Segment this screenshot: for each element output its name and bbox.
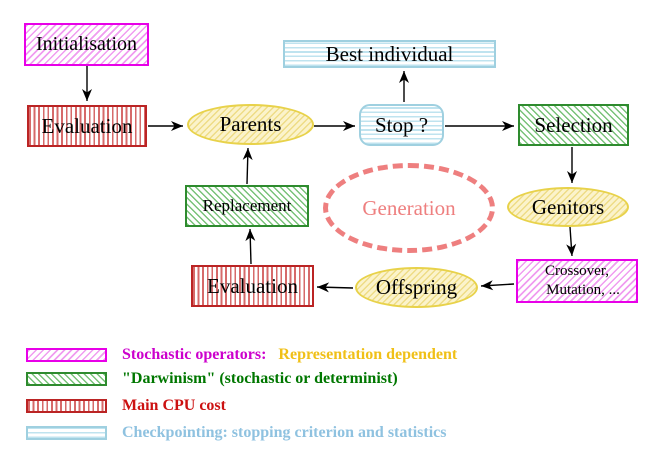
evaluation-top-label: Evaluation [41, 113, 133, 138]
legend-row-cpu-cost: Main CPU cost [26, 397, 226, 414]
stop-label: Stop ? [374, 112, 429, 137]
node-offspring: Offspring [355, 267, 478, 308]
legend-swatch-magenta [26, 348, 107, 362]
arrow-genitors-to-crossover [566, 226, 577, 257]
offspring-label: Offspring [375, 275, 458, 299]
legend-label-darwinism: "Darwinism" (stochastic or determinist) [122, 370, 398, 387]
legend-row-stochastic: Stochastic operators: Representation dep… [26, 346, 458, 363]
legend-label-checkpointing: Checkpointing: stopping criterion and st… [122, 424, 447, 441]
node-evaluation-bottom: Evaluation [191, 265, 314, 307]
arrow-replacement-to-parents [242, 147, 253, 185]
node-best-individual: Best individual [283, 40, 496, 68]
crossover-mutation-label: Crossover, Mutation, ... [534, 262, 620, 300]
node-generation: Generation [323, 163, 495, 253]
evaluation-bottom-label: Evaluation [207, 273, 298, 298]
node-stop: Stop ? [359, 104, 444, 146]
legend-swatch-green [26, 372, 107, 386]
legend-swatch-cyan [26, 426, 107, 440]
crossover-line: Crossover, [545, 263, 609, 280]
mutation-line: Mutation, ... [546, 282, 620, 298]
legend-swatch-red [26, 399, 107, 413]
legend-row-checkpointing: Checkpointing: stopping criterion and st… [26, 424, 447, 441]
generation-label: Generation [362, 195, 456, 220]
genitors-label: Genitors [531, 194, 605, 219]
initialisation-label: Initialisation [35, 33, 138, 55]
parents-label: Parents [219, 112, 282, 136]
legend-label-stochastic: Stochastic operators: [122, 346, 267, 363]
best-individual-label: Best individual [325, 41, 454, 66]
legend-row-darwinism: "Darwinism" (stochastic or determinist) [26, 370, 398, 387]
node-parents: Parents [187, 104, 314, 145]
node-crossover-mutation: Crossover, Mutation, ... [516, 259, 638, 303]
selection-label: Selection [534, 112, 613, 137]
arrow-evaluation-to-replacement [245, 228, 256, 265]
arrow-offspring-to-evaluation [316, 282, 354, 293]
node-initialisation: Initialisation [24, 23, 149, 66]
arrow-crossover-to-offspring [480, 280, 515, 291]
node-evaluation-top: Evaluation [27, 105, 147, 147]
replacement-label: Replacement [202, 196, 292, 215]
legend-label-representation: Representation dependent [278, 346, 458, 363]
legend-label-cpu-cost: Main CPU cost [122, 397, 226, 414]
node-genitors: Genitors [507, 187, 629, 227]
node-replacement: Replacement [185, 185, 309, 227]
node-selection: Selection [518, 104, 629, 146]
